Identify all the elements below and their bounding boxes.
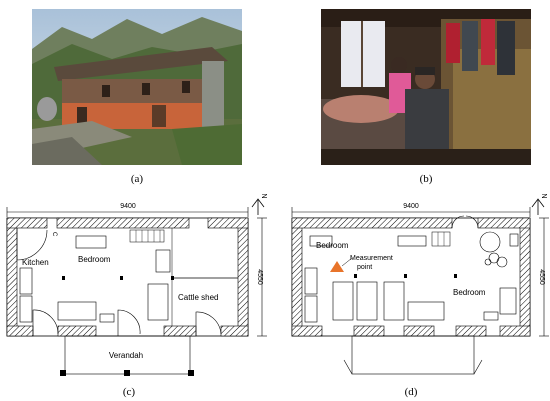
caption-a: (a)	[130, 173, 144, 185]
measurement-label-2: point	[357, 264, 372, 271]
dimension-depth-d: 4550	[538, 217, 549, 337]
room-cattle-shed: Cattle shed	[178, 293, 218, 302]
north-arrow-c: N	[251, 193, 267, 215]
photo-house-exterior	[32, 9, 242, 165]
depth-dim-c: 4550	[256, 269, 263, 285]
room-bedroom-top: Bedroom	[316, 241, 349, 250]
width-dim-d: 9400	[403, 203, 419, 210]
walls-c: C	[6, 217, 249, 376]
room-verandah: Verandah	[109, 351, 143, 360]
caption-b: (b)	[419, 173, 433, 185]
dimension-width-d: 9400	[291, 203, 531, 217]
walls-d	[291, 215, 531, 375]
measurement-point-marker	[330, 261, 344, 272]
room-kitchen: Kitchen	[22, 258, 49, 267]
north-arrow-d: N	[531, 193, 547, 215]
room-bedroom-right: Bedroom	[453, 288, 486, 297]
room-bedroom-c: Bedroom	[78, 255, 111, 264]
svg-text:C: C	[51, 232, 57, 237]
dimension-depth-c: 4550	[256, 217, 267, 337]
width-dim-c: 9400	[120, 203, 136, 210]
measurement-label-1: Measurement	[350, 255, 393, 262]
caption-d: (d)	[404, 386, 418, 398]
photo-house-interior	[321, 9, 531, 165]
caption-c: (c)	[122, 386, 136, 398]
svg-text:N: N	[540, 193, 547, 198]
depth-dim-d: 4550	[538, 269, 545, 285]
dimension-width-c: 9400	[6, 203, 249, 217]
svg-text:N: N	[260, 193, 267, 198]
